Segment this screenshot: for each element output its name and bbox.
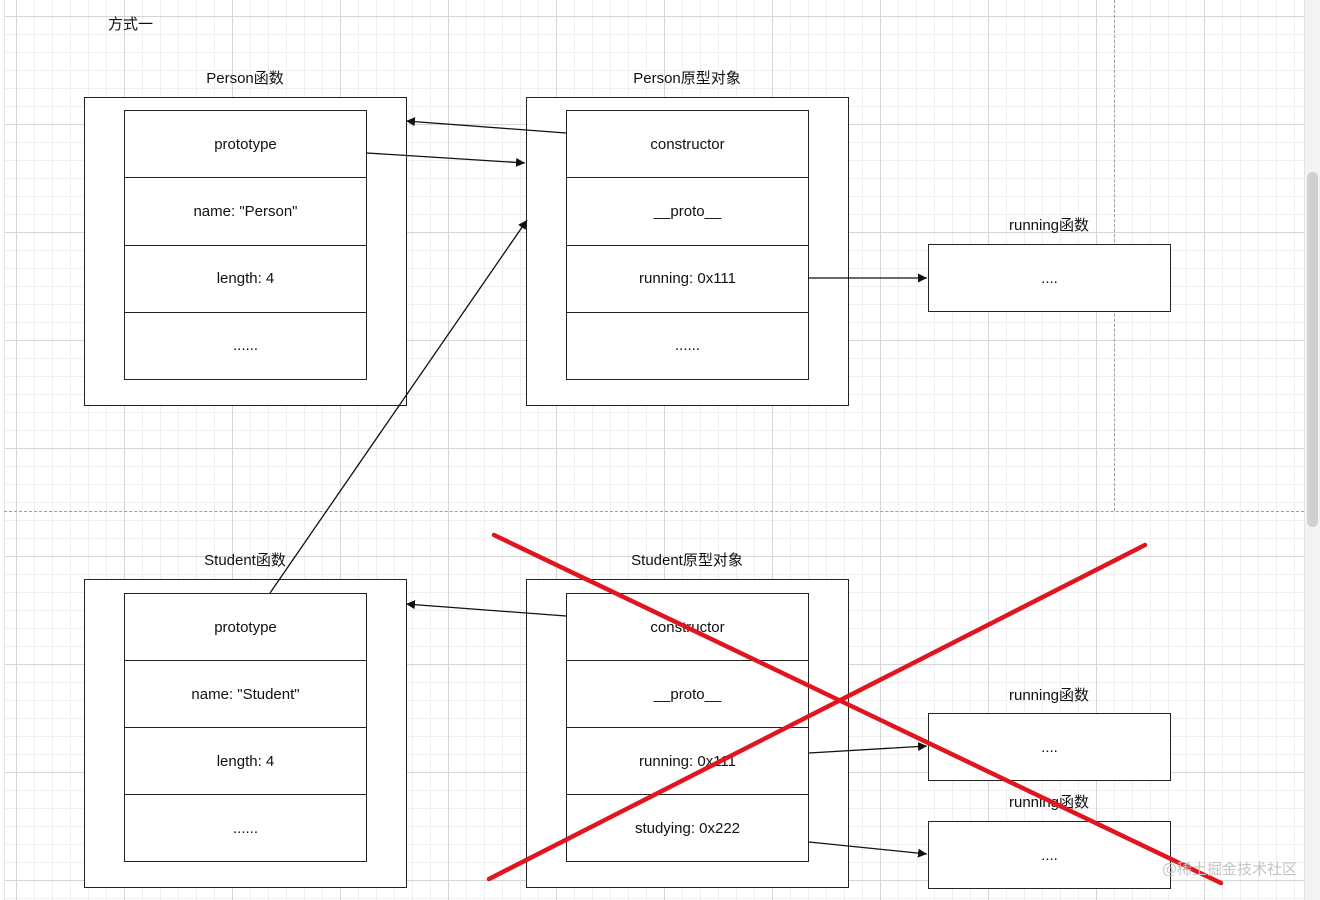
person-name-field[interactable]: name: "Person" xyxy=(125,178,366,246)
arrow-student-constructor-to-student xyxy=(405,600,567,617)
person-length-field[interactable]: length: 4 xyxy=(125,246,366,313)
student-prototype-field[interactable]: prototype xyxy=(125,594,366,661)
student-function-label: Student函数 xyxy=(204,552,286,569)
student-proto-proto-field[interactable]: __proto__ xyxy=(567,661,808,728)
arrow-studying-to-function xyxy=(808,841,928,858)
red-cross-stroke-2 xyxy=(486,542,1148,882)
person-prototype-fields: constructor __proto__ running: 0x111 ...… xyxy=(566,110,809,380)
person-prototype-field[interactable]: prototype xyxy=(125,111,366,179)
student-proto-studying-field[interactable]: studying: 0x222 xyxy=(634,819,741,837)
person-proto-proto-field[interactable]: __proto__ xyxy=(567,178,808,246)
diagram-title: 方式一 xyxy=(108,16,154,33)
red-cross-stroke-1 xyxy=(491,532,1224,886)
scrollbar-thumb[interactable] xyxy=(1307,172,1318,527)
student-studying-box[interactable]: .... xyxy=(928,821,1171,889)
person-proto-more-field[interactable]: ...... xyxy=(674,337,700,355)
student-more-field[interactable]: ...... xyxy=(232,819,258,837)
student-running-box[interactable]: .... xyxy=(928,713,1171,781)
page-break-horizontal xyxy=(4,511,1304,512)
arrow-constructor-to-person xyxy=(405,117,567,134)
person-running-label: running函数 xyxy=(1008,217,1090,234)
arrow-student-prototype-to-person-proto xyxy=(269,219,528,594)
student-length-field[interactable]: length: 4 xyxy=(125,728,366,795)
student-name-field[interactable]: name: "Student" xyxy=(125,661,366,728)
student-function-fields: prototype name: "Student" length: 4 ....… xyxy=(124,593,367,862)
arrow-student-running-to-function xyxy=(808,742,928,754)
arrow-prototype-to-person-proto xyxy=(366,152,526,167)
student-running-label: running函数 xyxy=(1008,687,1090,704)
person-running-box[interactable]: .... xyxy=(928,244,1171,312)
person-function-fields: prototype name: "Person" length: 4 .....… xyxy=(124,110,367,380)
person-proto-running-field[interactable]: running: 0x111 xyxy=(567,246,808,313)
person-more-field[interactable]: ...... xyxy=(232,337,258,355)
person-proto-constructor-field[interactable]: constructor xyxy=(567,111,808,179)
watermark: @稀土掘金技术社区 xyxy=(1162,860,1298,878)
person-prototype-label: Person原型对象 xyxy=(633,70,741,87)
student-prototype-label: Student原型对象 xyxy=(631,552,743,569)
person-function-label: Person函数 xyxy=(206,70,284,87)
